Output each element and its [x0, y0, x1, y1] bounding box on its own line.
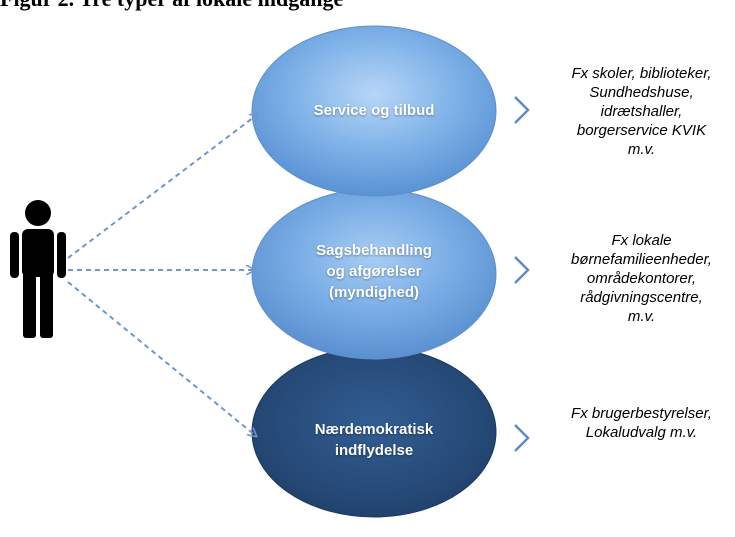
- channel-examples-service: Fx skoler, biblioteker, Sundhedshuse, id…: [571, 65, 712, 158]
- connector-arrows: [67, 114, 258, 436]
- chevron-right-icon: [514, 424, 530, 452]
- ellipse-service: [251, 25, 497, 197]
- chevron-right-icon: [514, 256, 530, 284]
- figure-title: Figur 2. Tre typer af lokale indgange: [0, 0, 343, 12]
- arrow-to-nardemokratisk: [67, 281, 256, 436]
- channel-examples-sagsbehandling: Fx lokale børnefamilieenheder, områdekon…: [571, 232, 712, 325]
- person-icon: [10, 200, 66, 338]
- arrow-to-service: [67, 114, 258, 259]
- channel-label-sagsbehandling: Sagsbehandling og afgørelser (myndighed): [316, 242, 432, 301]
- chevron-right-icon: [514, 96, 530, 124]
- channel-examples-nardemokratisk: Fx brugerbestyrelser, Lokaludvalg m.v.: [571, 405, 712, 441]
- channel-label-service: Service og tilbud: [313, 102, 435, 119]
- channel-label-nardemokratisk: Nærdemokratisk indflydelse: [314, 421, 434, 459]
- chevron-icons: [514, 96, 530, 452]
